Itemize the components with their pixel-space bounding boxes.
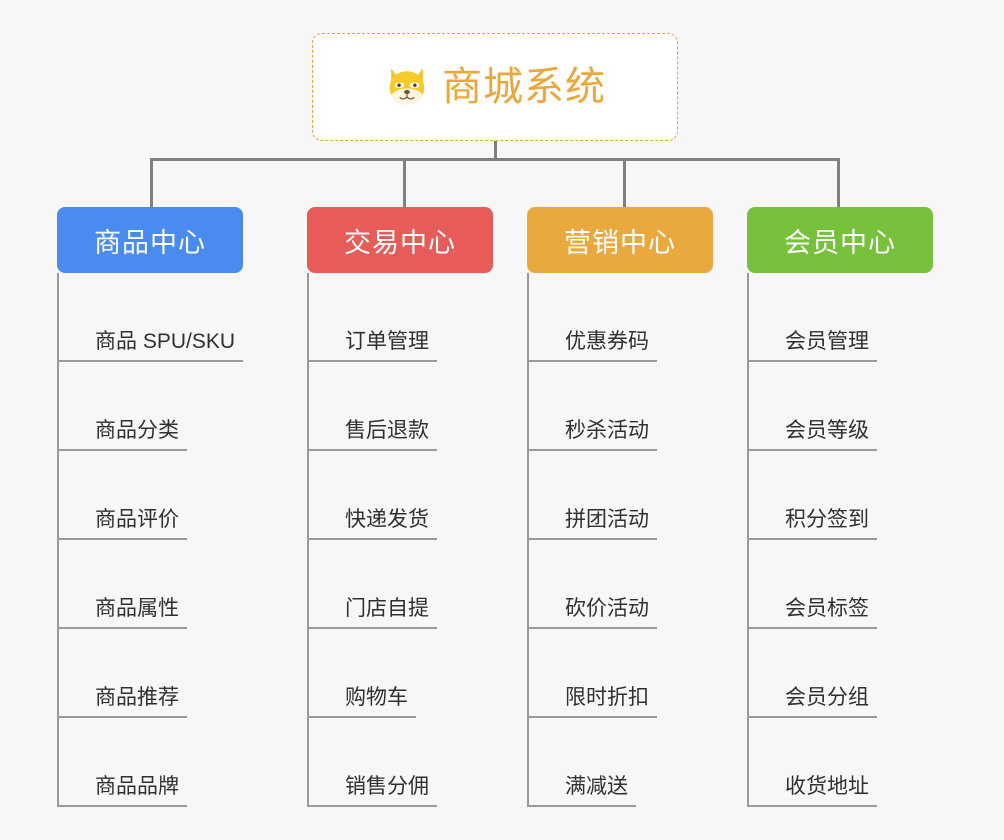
- list-item[interactable]: 优惠券码: [529, 273, 713, 362]
- category-label-2: 交易中心: [344, 227, 456, 258]
- list-item[interactable]: 商品属性: [59, 540, 243, 629]
- branch-column-4: 会员中心 会员管理 会员等级 积分签到 会员标签 会员分组 收货地址: [747, 207, 933, 807]
- list-item[interactable]: 会员等级: [749, 362, 933, 451]
- leaf-label: 会员管理: [749, 329, 877, 362]
- list-item[interactable]: 商品 SPU/SKU: [59, 273, 244, 362]
- shiba-dog-icon: [389, 68, 425, 105]
- list-item[interactable]: 售后退款: [309, 362, 493, 451]
- leaf-label: 收货地址: [749, 774, 877, 807]
- category-label-3: 营销中心: [564, 227, 676, 258]
- leaf-list-2: 订单管理 售后退款 快递发货 门店自提 购物车 销售分佣: [307, 273, 493, 807]
- list-item[interactable]: 商品分类: [59, 362, 243, 451]
- leaf-label: 商品评价: [59, 507, 187, 540]
- leaf-label: 商品 SPU/SKU: [59, 329, 244, 362]
- connector-drop-branch-2: [403, 158, 406, 208]
- category-box-3[interactable]: 营销中心: [527, 207, 713, 273]
- list-item[interactable]: 会员分组: [749, 629, 933, 718]
- leaf-list-4: 会员管理 会员等级 积分签到 会员标签 会员分组 收货地址: [747, 273, 933, 807]
- leaf-list-3: 优惠券码 秒杀活动 拼团活动 砍价活动 限时折扣 满减送: [527, 273, 713, 807]
- connector-drop-branch-3: [623, 158, 626, 208]
- list-item[interactable]: 满减送: [529, 718, 713, 807]
- branch-column-2: 交易中心 订单管理 售后退款 快递发货 门店自提 购物车 销售分佣: [307, 207, 493, 807]
- leaf-label: 订单管理: [309, 329, 437, 362]
- leaf-list-1: 商品 SPU/SKU 商品分类 商品评价 商品属性 商品推荐 商品品牌: [57, 273, 244, 807]
- list-item[interactable]: 商品推荐: [59, 629, 243, 718]
- category-box-2[interactable]: 交易中心: [307, 207, 493, 273]
- leaf-label: 商品分类: [59, 418, 187, 451]
- connector-root-stem: [494, 141, 497, 159]
- list-item[interactable]: 购物车: [309, 629, 493, 718]
- category-box-4[interactable]: 会员中心: [747, 207, 933, 273]
- list-item[interactable]: 积分签到: [749, 451, 933, 540]
- branch-column-3: 营销中心 优惠券码 秒杀活动 拼团活动 砍价活动 限时折扣 满减送: [527, 207, 713, 807]
- leaf-label: 商品推荐: [59, 685, 187, 718]
- leaf-label: 砍价活动: [529, 596, 657, 629]
- list-item[interactable]: 会员管理: [749, 273, 933, 362]
- list-item[interactable]: 砍价活动: [529, 540, 713, 629]
- leaf-label: 商品属性: [59, 596, 187, 629]
- category-label-4: 会员中心: [784, 227, 896, 258]
- list-item[interactable]: 商品评价: [59, 451, 243, 540]
- branch-column-1: 商品中心 商品 SPU/SKU 商品分类 商品评价 商品属性 商品推荐 商品品牌: [57, 207, 244, 807]
- list-item[interactable]: 限时折扣: [529, 629, 713, 718]
- leaf-label: 拼团活动: [529, 507, 657, 540]
- list-item[interactable]: 订单管理: [309, 273, 493, 362]
- category-label-1: 商品中心: [94, 227, 206, 258]
- root-title: 商城系统: [442, 65, 606, 109]
- list-item[interactable]: 拼团活动: [529, 451, 713, 540]
- leaf-label: 优惠券码: [529, 329, 657, 362]
- leaf-label: 快递发货: [309, 507, 437, 540]
- leaf-label: 积分签到: [749, 507, 877, 540]
- leaf-label: 门店自提: [309, 596, 437, 629]
- leaf-label: 会员标签: [749, 596, 877, 629]
- leaf-label: 满减送: [529, 774, 636, 807]
- connector-drop-branch-1: [150, 158, 153, 208]
- list-item[interactable]: 快递发货: [309, 451, 493, 540]
- list-item[interactable]: 商品品牌: [59, 718, 243, 807]
- leaf-label: 秒杀活动: [529, 418, 657, 451]
- leaf-label: 购物车: [309, 685, 416, 718]
- leaf-label: 销售分佣: [309, 774, 437, 807]
- list-item[interactable]: 收货地址: [749, 718, 933, 807]
- list-item[interactable]: 秒杀活动: [529, 362, 713, 451]
- connector-horizontal-bus: [150, 158, 840, 161]
- leaf-label: 会员分组: [749, 685, 877, 718]
- leaf-label: 会员等级: [749, 418, 877, 451]
- leaf-label: 限时折扣: [529, 685, 657, 718]
- category-box-1[interactable]: 商品中心: [57, 207, 243, 273]
- leaf-label: 售后退款: [309, 418, 437, 451]
- leaf-label: 商品品牌: [59, 774, 187, 807]
- list-item[interactable]: 会员标签: [749, 540, 933, 629]
- root-node[interactable]: 商城系统: [312, 33, 678, 141]
- list-item[interactable]: 门店自提: [309, 540, 493, 629]
- connector-drop-branch-4: [837, 158, 840, 208]
- list-item[interactable]: 销售分佣: [309, 718, 493, 807]
